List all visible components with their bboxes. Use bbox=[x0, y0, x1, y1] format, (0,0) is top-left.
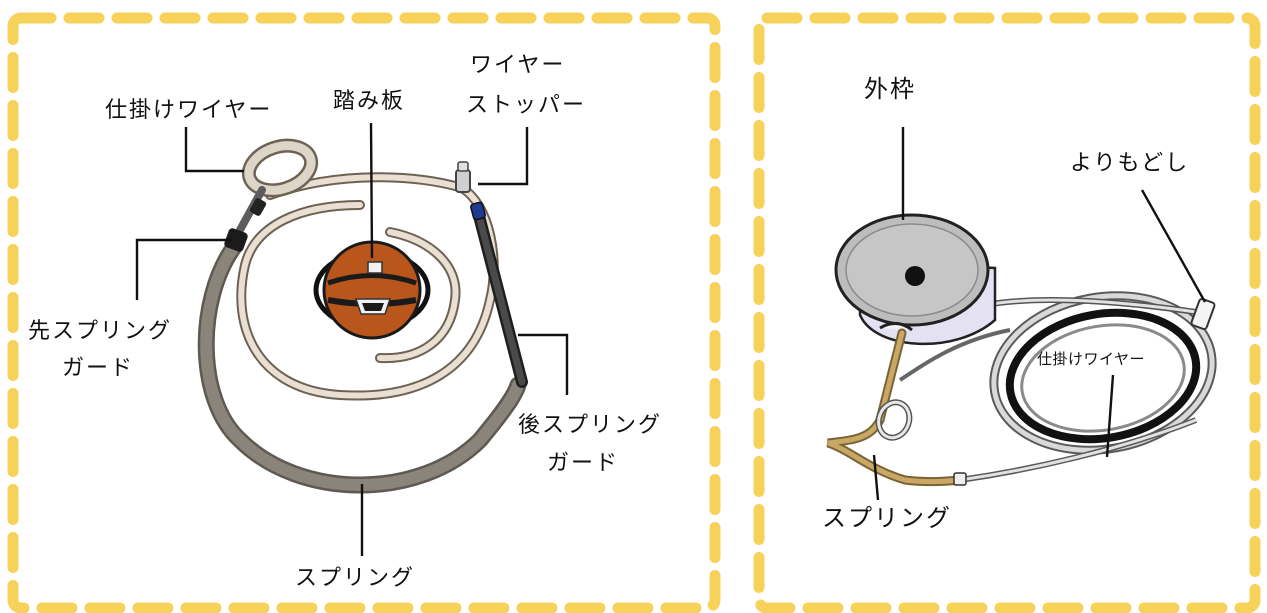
right-leader-lines bbox=[872, 127, 1207, 501]
label-front-guard-line2: ガード bbox=[62, 356, 134, 381]
label-outer-frame: 外枠 bbox=[864, 75, 916, 103]
left-illustration bbox=[197, 138, 528, 494]
label-footplate: 踏み板 bbox=[333, 89, 405, 114]
label-trigger-wire: 仕掛けワイヤー bbox=[105, 98, 272, 123]
outer-frame bbox=[834, 213, 997, 345]
left-leader-lines bbox=[135, 122, 569, 556]
label-rear-guard-line1: 後スプリング bbox=[518, 413, 662, 438]
right-illustration bbox=[826, 213, 1217, 486]
label-trigger-wire-right: 仕掛けワイヤー bbox=[1037, 350, 1145, 368]
footplate bbox=[313, 240, 431, 340]
label-spring-left: スプリング bbox=[295, 566, 415, 591]
swivel bbox=[1190, 297, 1216, 331]
label-spring-right: スプリング bbox=[822, 504, 952, 532]
left-panel-border bbox=[7, 12, 721, 613]
label-swivel: よりもどし bbox=[1070, 151, 1189, 176]
label-rear-guard-line2: ガード bbox=[547, 451, 619, 476]
wire-coil-dark bbox=[1005, 308, 1201, 444]
front-spring-guard bbox=[224, 228, 248, 252]
wire-clamp bbox=[249, 198, 267, 216]
label-wire-stopper-line1: ワイヤー bbox=[470, 53, 565, 78]
label-wire-stopper-line2: ストッパー bbox=[466, 93, 586, 118]
label-front-guard-line1: 先スプリング bbox=[28, 319, 172, 344]
right-panel-border bbox=[753, 12, 1261, 613]
wire-stopper bbox=[455, 161, 486, 221]
